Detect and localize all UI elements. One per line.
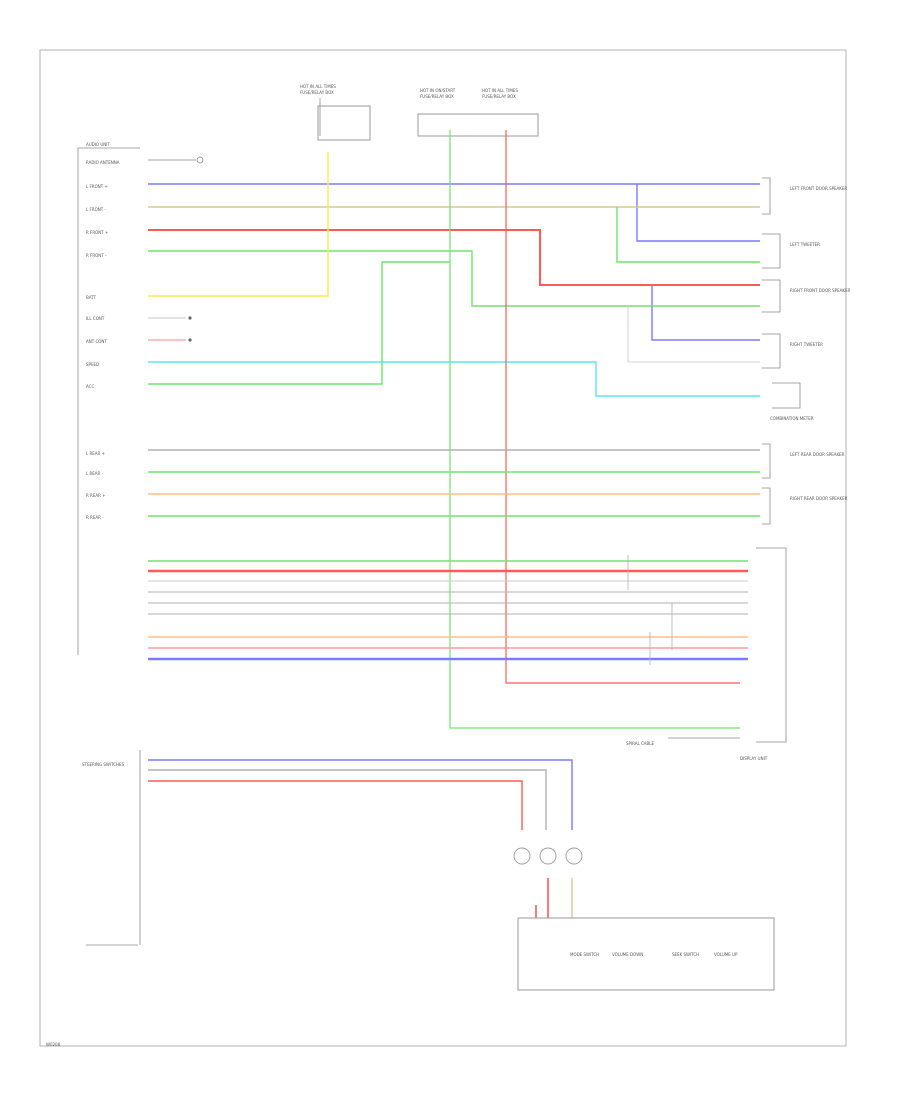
wire-power-green [449, 130, 740, 729]
wire-l-front-plus-branch [636, 184, 760, 242]
wire-steer-2 [148, 769, 547, 830]
diagram-code: W0208 [46, 1042, 61, 1047]
speaker-connector [762, 443, 771, 479]
power-source-3-note: FUSE/RELAY BOX [482, 94, 516, 99]
wire-batt [148, 152, 329, 297]
switch-pack: MODE SWITCH VOLUME DOWN SEEK SWITCH VOLU… [513, 847, 775, 991]
pin-label: R REAR - [86, 515, 104, 520]
component-label: LEFT FRONT DOOR SPEAKER [790, 186, 847, 191]
audio-switch-box [517, 917, 775, 991]
power-source-3-title: HOT IN ALL TIMES [482, 88, 518, 93]
connector-dot [188, 316, 192, 320]
power-source-1-note: FUSE/RELAY BOX [300, 90, 334, 95]
speaker-connector [762, 177, 771, 215]
meter-connector [772, 382, 801, 409]
pin-label: L FRONT - [86, 207, 106, 212]
pin-label: R FRONT - [86, 253, 107, 258]
spiral-cable-label: SPIRAL CABLE [626, 741, 654, 746]
rear-speaker-wires [148, 449, 760, 517]
pin-label: L FRONT + [86, 184, 108, 189]
display-unit-bracket [756, 547, 787, 743]
component-label: RIGHT FRONT DOOR SPEAKER [790, 288, 851, 293]
wire-l-front-minus-branch [616, 207, 760, 263]
pin-label: BATT [86, 295, 97, 300]
wire-steer-1 [148, 759, 573, 830]
power-source-3: HOT IN ALL TIMES FUSE/RELAY BOX [417, 88, 539, 137]
pin-label: ACC [86, 384, 94, 389]
wire-r-front-plus-branch [651, 285, 760, 341]
component-label: RIGHT TWEETER [790, 342, 823, 347]
power-source-2-title: HOT IN ON/START [420, 88, 456, 93]
switch-label: VOLUME UP [714, 952, 738, 957]
speaker-connector [762, 487, 771, 525]
wire-r-front-minus [148, 250, 760, 307]
display-bus-wires [148, 555, 748, 665]
wire-power-red [505, 130, 740, 684]
speaker-connector [762, 279, 781, 313]
diagram-frame [39, 49, 847, 1047]
steering-wires [148, 759, 573, 830]
pin-label: R FRONT + [86, 230, 108, 235]
pin-label: R REAR + [86, 493, 106, 498]
wire-speed [148, 361, 760, 397]
switch-label: MODE SWITCH [570, 952, 599, 957]
power-source-1-title: HOT IN ALL TIMES [300, 84, 336, 89]
wire-acc [148, 261, 450, 385]
right-components: LEFT FRONT DOOR SPEAKER LEFT TWEETER RIG… [762, 177, 851, 525]
pin-label: AUDIO UNIT [86, 142, 110, 147]
pin-label: ANT CONT [86, 339, 107, 344]
switch-label: VOLUME DOWN [612, 952, 643, 957]
antenna-icon [196, 156, 204, 164]
wire-r-tweeter-minus [627, 306, 760, 363]
pin-label: L REAR - [86, 471, 104, 476]
power-source-1: HOT IN ALL TIMES FUSE/RELAY BOX [300, 84, 371, 141]
fuse-box-2 [417, 113, 539, 137]
upper-wires [148, 152, 760, 397]
audio-unit-pin-labels: AUDIO UNIT RADIO ANTENNA L FRONT + L FRO… [86, 142, 120, 520]
power-source-2-note: FUSE/RELAY BOX [420, 94, 454, 99]
component-label: LEFT TWEETER [790, 242, 820, 247]
connector-dot [188, 338, 192, 342]
pin-label: ILL CONT [86, 316, 105, 321]
steering-switch-label: STEERING SWITCHES [82, 762, 125, 767]
speaker-connector [762, 333, 781, 369]
pin-label: L REAR + [86, 451, 105, 456]
component-label: LEFT REAR DOOR SPEAKER [790, 452, 845, 457]
audio-unit-bracket [77, 147, 140, 655]
fuse-box-1 [317, 105, 371, 141]
display-unit-label: DISPLAY UNIT [740, 756, 768, 761]
pin-label: SPEED [86, 362, 99, 367]
component-label: RIGHT REAR DOOR SPEAKER [790, 496, 848, 501]
switch-label: SEEK SWITCH [672, 952, 699, 957]
power-source-2: HOT IN ON/START FUSE/RELAY BOX [420, 88, 456, 99]
wire-r-front-plus [148, 229, 760, 286]
pin-label: RADIO ANTENNA [86, 160, 120, 165]
component-label: COMBINATION METER [770, 416, 814, 421]
speaker-connector [762, 233, 781, 269]
wire-steer-3 [148, 780, 523, 830]
